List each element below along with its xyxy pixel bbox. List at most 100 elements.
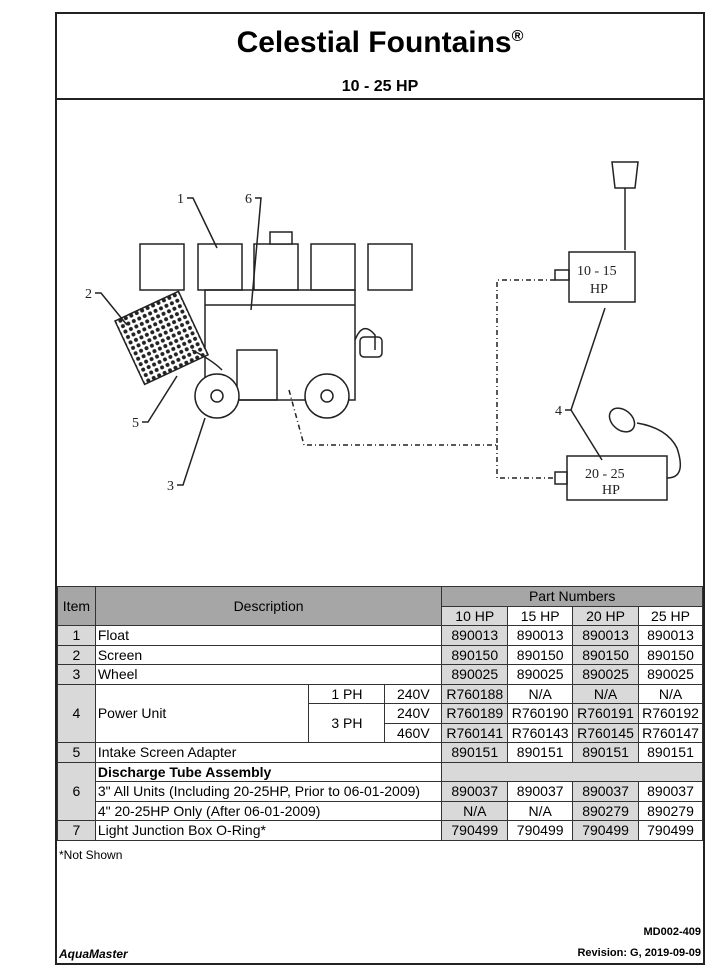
- header-description: Description: [94, 586, 443, 626]
- part-number: 890013: [507, 625, 574, 646]
- part-number: R760188: [441, 683, 509, 704]
- float: [139, 243, 185, 291]
- part-number: 890037: [507, 781, 574, 802]
- part-number: 890025: [572, 664, 639, 685]
- table-row: 3" All Units (Including 20-25HP, Prior t…: [58, 781, 703, 802]
- intake-screen: [114, 290, 210, 386]
- voltage: 240V: [384, 683, 443, 704]
- part-number: 890279: [638, 800, 703, 821]
- part-number: 890037: [638, 781, 703, 802]
- light-label-large-unit: HP: [602, 483, 620, 498]
- document-id: MD002-409: [643, 926, 701, 938]
- part-number: 890150: [507, 644, 574, 665]
- float: [310, 243, 356, 291]
- callout-2: 2: [85, 287, 92, 302]
- header-hp: 25 HP: [638, 605, 703, 626]
- header-part-numbers: Part Numbers: [441, 586, 703, 607]
- part-number: 790499: [638, 820, 703, 841]
- part-number: R760143: [507, 722, 574, 743]
- description: Power Unit: [94, 683, 310, 743]
- part-number: 890279: [572, 800, 639, 821]
- registered-mark: ®: [511, 28, 524, 45]
- description: Discharge Tube Assembly: [94, 761, 443, 782]
- part-number: N/A: [572, 683, 639, 704]
- part-number: 890150: [441, 644, 509, 665]
- description: Float: [94, 625, 443, 646]
- voltage: 460V: [384, 722, 443, 743]
- part-number: 890037: [441, 781, 509, 802]
- description: Screen: [94, 644, 443, 665]
- revision: Revision: G, 2019-09-09: [577, 947, 701, 959]
- callout-3: 3: [167, 479, 174, 494]
- part-number: 890151: [507, 742, 574, 763]
- float: [197, 243, 243, 291]
- parts-sheet: Celestial Fountains® 10 - 25 HP: [55, 12, 705, 965]
- description: Wheel: [94, 664, 443, 685]
- part-number: 890025: [441, 664, 509, 685]
- part-number: N/A: [638, 683, 703, 704]
- part-number: 790499: [572, 820, 639, 841]
- light-label-large: 20 - 25: [585, 467, 625, 482]
- footnote: *Not Shown: [59, 848, 123, 862]
- callout-5: 5: [132, 416, 139, 431]
- title-text: Celestial Fountains: [236, 26, 512, 59]
- part-number: N/A: [507, 683, 574, 704]
- part-number: R760191: [572, 703, 639, 724]
- page-subtitle: 10 - 25 HP: [341, 78, 419, 95]
- wheel: [304, 373, 350, 419]
- light-label-small-unit: HP: [590, 282, 608, 297]
- description: 4" 20-25HP Only (After 06-01-2009): [94, 800, 443, 821]
- callout-6: 6: [245, 192, 252, 207]
- brand: AquaMaster: [59, 947, 128, 961]
- part-number: 890037: [572, 781, 639, 802]
- part-number: 890151: [441, 742, 509, 763]
- item-number: 4: [57, 683, 96, 743]
- description: Light Junction Box O-Ring*: [94, 820, 443, 841]
- item-number: 3: [57, 664, 96, 685]
- frame: [204, 289, 356, 401]
- part-number: R760147: [638, 722, 703, 743]
- phase: 1 PH: [308, 683, 386, 704]
- empty-cell: [441, 761, 703, 782]
- part-number: R760192: [638, 703, 703, 724]
- item-number: 7: [57, 820, 96, 841]
- fountain-diagram: 1 2 3 4 5 6 10 - 15 HP 20 - 25 HP: [85, 161, 682, 501]
- part-number: 890151: [572, 742, 639, 763]
- light-10-15: [568, 251, 636, 303]
- header-item: Item: [57, 586, 96, 626]
- item-number: 1: [57, 625, 96, 646]
- item-number: 2: [57, 644, 96, 665]
- part-number: 890013: [572, 625, 639, 646]
- part-number: N/A: [441, 800, 509, 821]
- header-hp: 15 HP: [507, 605, 574, 626]
- callout-1: 1: [177, 192, 184, 207]
- discharge: [359, 336, 383, 358]
- description: Intake Screen Adapter: [94, 742, 443, 763]
- part-number: 890025: [638, 664, 703, 685]
- header-hp: 20 HP: [572, 605, 639, 626]
- part-number: 890150: [572, 644, 639, 665]
- part-number: 890025: [507, 664, 574, 685]
- part-number: 890150: [638, 644, 703, 665]
- wheel: [194, 373, 240, 419]
- item-number: 6: [57, 761, 96, 821]
- part-number: 790499: [507, 820, 574, 841]
- item-number: 5: [57, 742, 96, 763]
- description: 3" All Units (Including 20-25HP, Prior t…: [94, 781, 443, 802]
- power-unit: [236, 349, 278, 401]
- part-number: 890013: [638, 625, 703, 646]
- part-number: R760190: [507, 703, 574, 724]
- light-label-small: 10 - 15: [577, 264, 617, 279]
- phase: 3 PH: [308, 703, 386, 743]
